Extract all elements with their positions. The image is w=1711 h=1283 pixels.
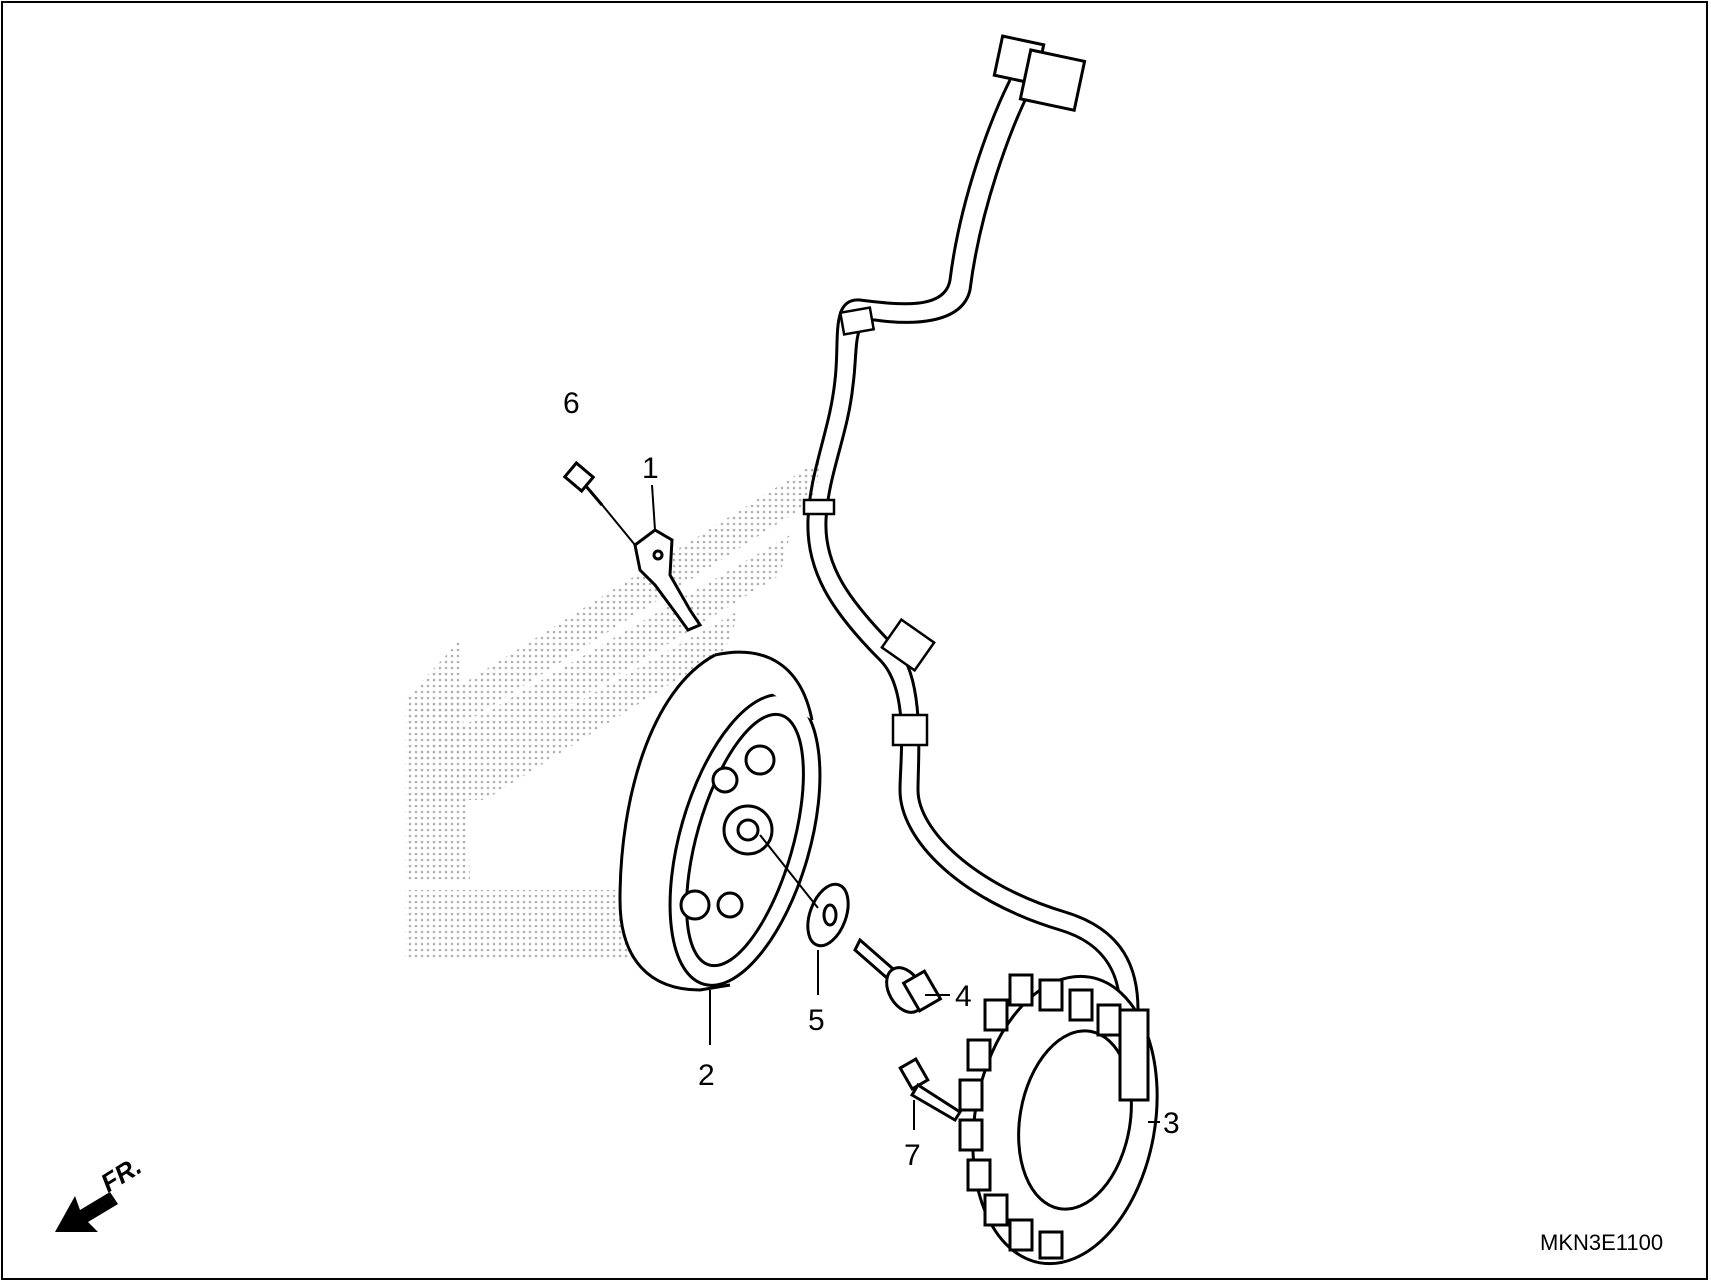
callout-3: 3 [1163, 1107, 1180, 1140]
stator-teeth [958, 973, 1122, 1260]
bolt-7 [898, 1057, 963, 1123]
front-direction-indicator: FR. [55, 1150, 147, 1232]
stator [958, 973, 1159, 1266]
callout-2: 2 [698, 1059, 715, 1092]
front-arrow-icon [55, 1192, 118, 1232]
callout-1: 1 [642, 452, 659, 485]
wire-clamps [802, 306, 936, 747]
wire-connector-icon [992, 34, 1087, 113]
callouts: 1 2 3 4 5 6 7 [563, 387, 1180, 1172]
callout-5: 5 [808, 1004, 825, 1037]
leader-lines [589, 484, 1160, 1130]
diagram-code: MKN3E1100 [1540, 1230, 1663, 1255]
front-label: FR. [95, 1150, 146, 1198]
callout-4: 4 [955, 980, 972, 1013]
washer [806, 882, 850, 948]
callout-6: 6 [563, 387, 580, 420]
flange-bolt [853, 937, 943, 1014]
flywheel [618, 650, 822, 992]
callout-7: 7 [904, 1139, 921, 1172]
wire-harness [806, 79, 1140, 1011]
clip-bracket [633, 528, 703, 632]
